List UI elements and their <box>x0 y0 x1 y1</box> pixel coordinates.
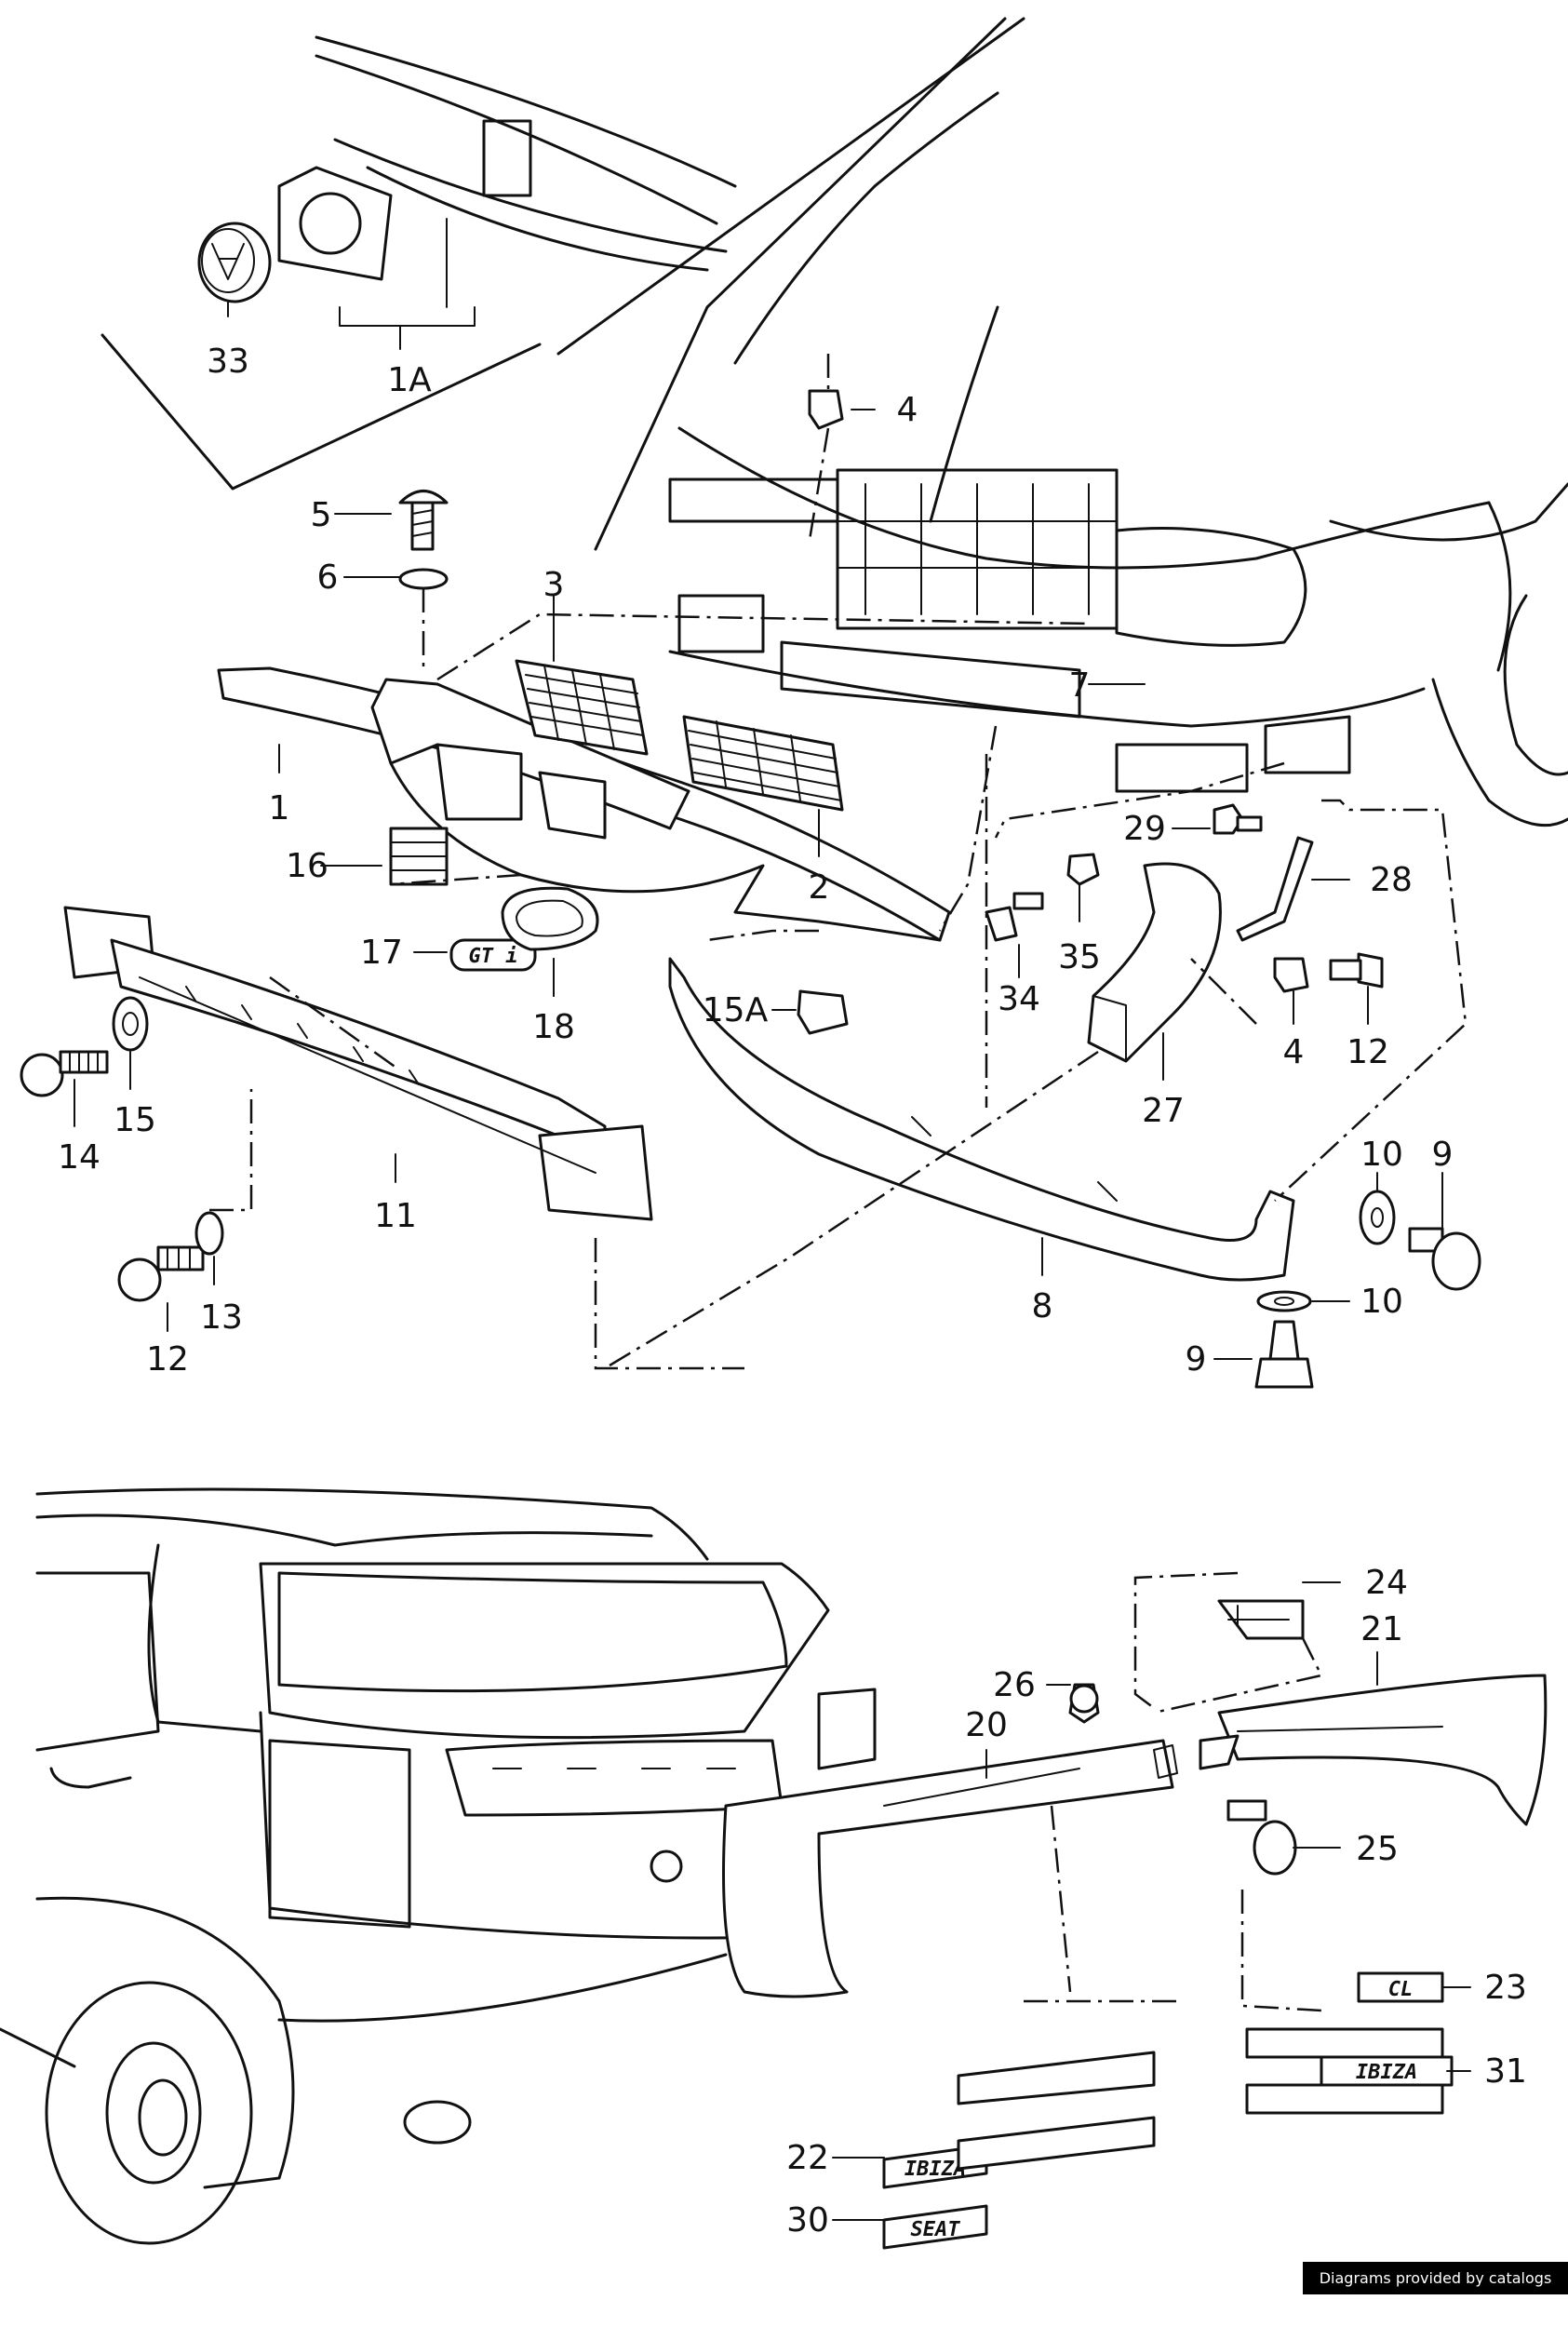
callout-15A: 15A <box>703 991 769 1029</box>
bumper-11 <box>63 906 744 1370</box>
washer-10-lower <box>1256 1290 1312 1312</box>
car-front-body <box>594 17 1568 827</box>
callout-9-upper: 9 <box>1432 1136 1454 1174</box>
inset-frame <box>101 17 1025 491</box>
callout-6: 6 <box>317 558 339 597</box>
callout-8: 8 <box>1032 1287 1053 1325</box>
callout-29: 29 <box>1123 810 1166 848</box>
screw-25 <box>1226 1799 1297 1876</box>
washer-15 <box>112 996 149 1052</box>
clip-4-bottom <box>1273 957 1309 993</box>
strip-23: CL <box>1245 1971 1444 2059</box>
ibiza-badge-text-left: IBIZA <box>905 2158 966 2181</box>
callout-1A: 1A <box>387 361 432 399</box>
seat-badge-text: SEAT <box>911 2218 961 2241</box>
washer-13 <box>194 1089 253 1256</box>
strip-22: IBIZA <box>882 2051 1156 2189</box>
screw-9-lower <box>1254 1320 1314 1389</box>
screw-5 <box>398 490 449 670</box>
gti-badge-text: GT i <box>469 945 518 968</box>
callout-13: 13 <box>200 1298 243 1337</box>
callout-23: 23 <box>1484 1969 1527 2007</box>
callout-18: 18 <box>532 1008 575 1046</box>
callout-12-right: 12 <box>1347 1033 1389 1071</box>
callout-27: 27 <box>1142 1092 1185 1130</box>
screw-12-left <box>117 1245 205 1302</box>
callout-4-top: 4 <box>897 391 918 429</box>
badge-16 <box>389 827 449 886</box>
callout-22: 22 <box>786 2139 829 2177</box>
credit-banner: Diagrams provided by catalogs parts <box>1303 2262 1568 2320</box>
callout-15: 15 <box>114 1101 156 1139</box>
callout-28: 28 <box>1370 861 1413 899</box>
moulding-8 <box>668 957 1295 1282</box>
callout-5: 5 <box>311 496 332 534</box>
washer-10-upper <box>1359 1190 1396 1245</box>
trim-21 <box>1199 1674 1548 2012</box>
callout-33: 33 <box>207 343 249 381</box>
callout-30: 30 <box>786 2201 829 2240</box>
clip-15A <box>797 989 849 1035</box>
leader-lines-top <box>269 612 1467 1202</box>
screw-14 <box>20 1050 109 1097</box>
screw-9-upper <box>1408 1227 1481 1291</box>
ibiza-badge-text-right: IBIZA <box>1356 2061 1417 2084</box>
callout-34: 34 <box>998 980 1040 1018</box>
screw-12-right <box>1329 952 1384 989</box>
callout-4-bottom: 4 <box>1283 1033 1305 1071</box>
callout-26: 26 <box>993 1666 1036 1704</box>
callout-21: 21 <box>1360 1610 1403 1648</box>
cl-badge-text: CL <box>1388 1978 1414 2001</box>
callout-10-upper: 10 <box>1360 1136 1403 1174</box>
badge-24 <box>1133 1571 1323 1715</box>
clip-26 <box>1068 1683 1100 1724</box>
callout-leaders <box>74 409 1471 2221</box>
callout-25: 25 <box>1356 1830 1399 1868</box>
clip-35 <box>1066 853 1100 886</box>
callout-31: 31 <box>1484 2052 1527 2091</box>
callout-10-lower: 10 <box>1360 1283 1403 1321</box>
callout-7: 7 <box>1069 666 1091 705</box>
callout-35: 35 <box>1058 938 1101 976</box>
callout-11: 11 <box>374 1197 417 1235</box>
bracket-27 <box>604 862 1222 1370</box>
emblem-33 <box>197 218 476 350</box>
clip-34 <box>985 892 1044 942</box>
holder-18 <box>501 886 599 997</box>
callout-20: 20 <box>965 1706 1008 1744</box>
trim-20 <box>722 1739 1182 2003</box>
callout-14: 14 <box>58 1138 101 1177</box>
bracket-28 <box>1236 836 1314 942</box>
callout-17: 17 <box>360 934 403 972</box>
vent-3 <box>515 659 649 756</box>
strip-30: SEAT <box>882 2116 1156 2250</box>
vent-2 <box>682 715 844 812</box>
callout-1: 1 <box>269 789 290 827</box>
callout-16: 16 <box>286 847 328 885</box>
callout-12-left: 12 <box>146 1340 189 1379</box>
callout-24: 24 <box>1365 1564 1408 1602</box>
strip-31: IBIZA <box>1245 2055 1454 2115</box>
clip-4-top <box>808 354 844 541</box>
callout-labels: 1A 33 4 5 6 3 7 1 2 16 29 28 34 35 17 18… <box>58 343 1527 2240</box>
badge-17: GT i <box>449 938 537 972</box>
callout-2: 2 <box>809 868 830 907</box>
callout-9-lower: 9 <box>1186 1340 1207 1379</box>
nut-29 <box>1213 803 1263 835</box>
callout-3: 3 <box>543 566 565 604</box>
grille-1 <box>217 666 951 942</box>
